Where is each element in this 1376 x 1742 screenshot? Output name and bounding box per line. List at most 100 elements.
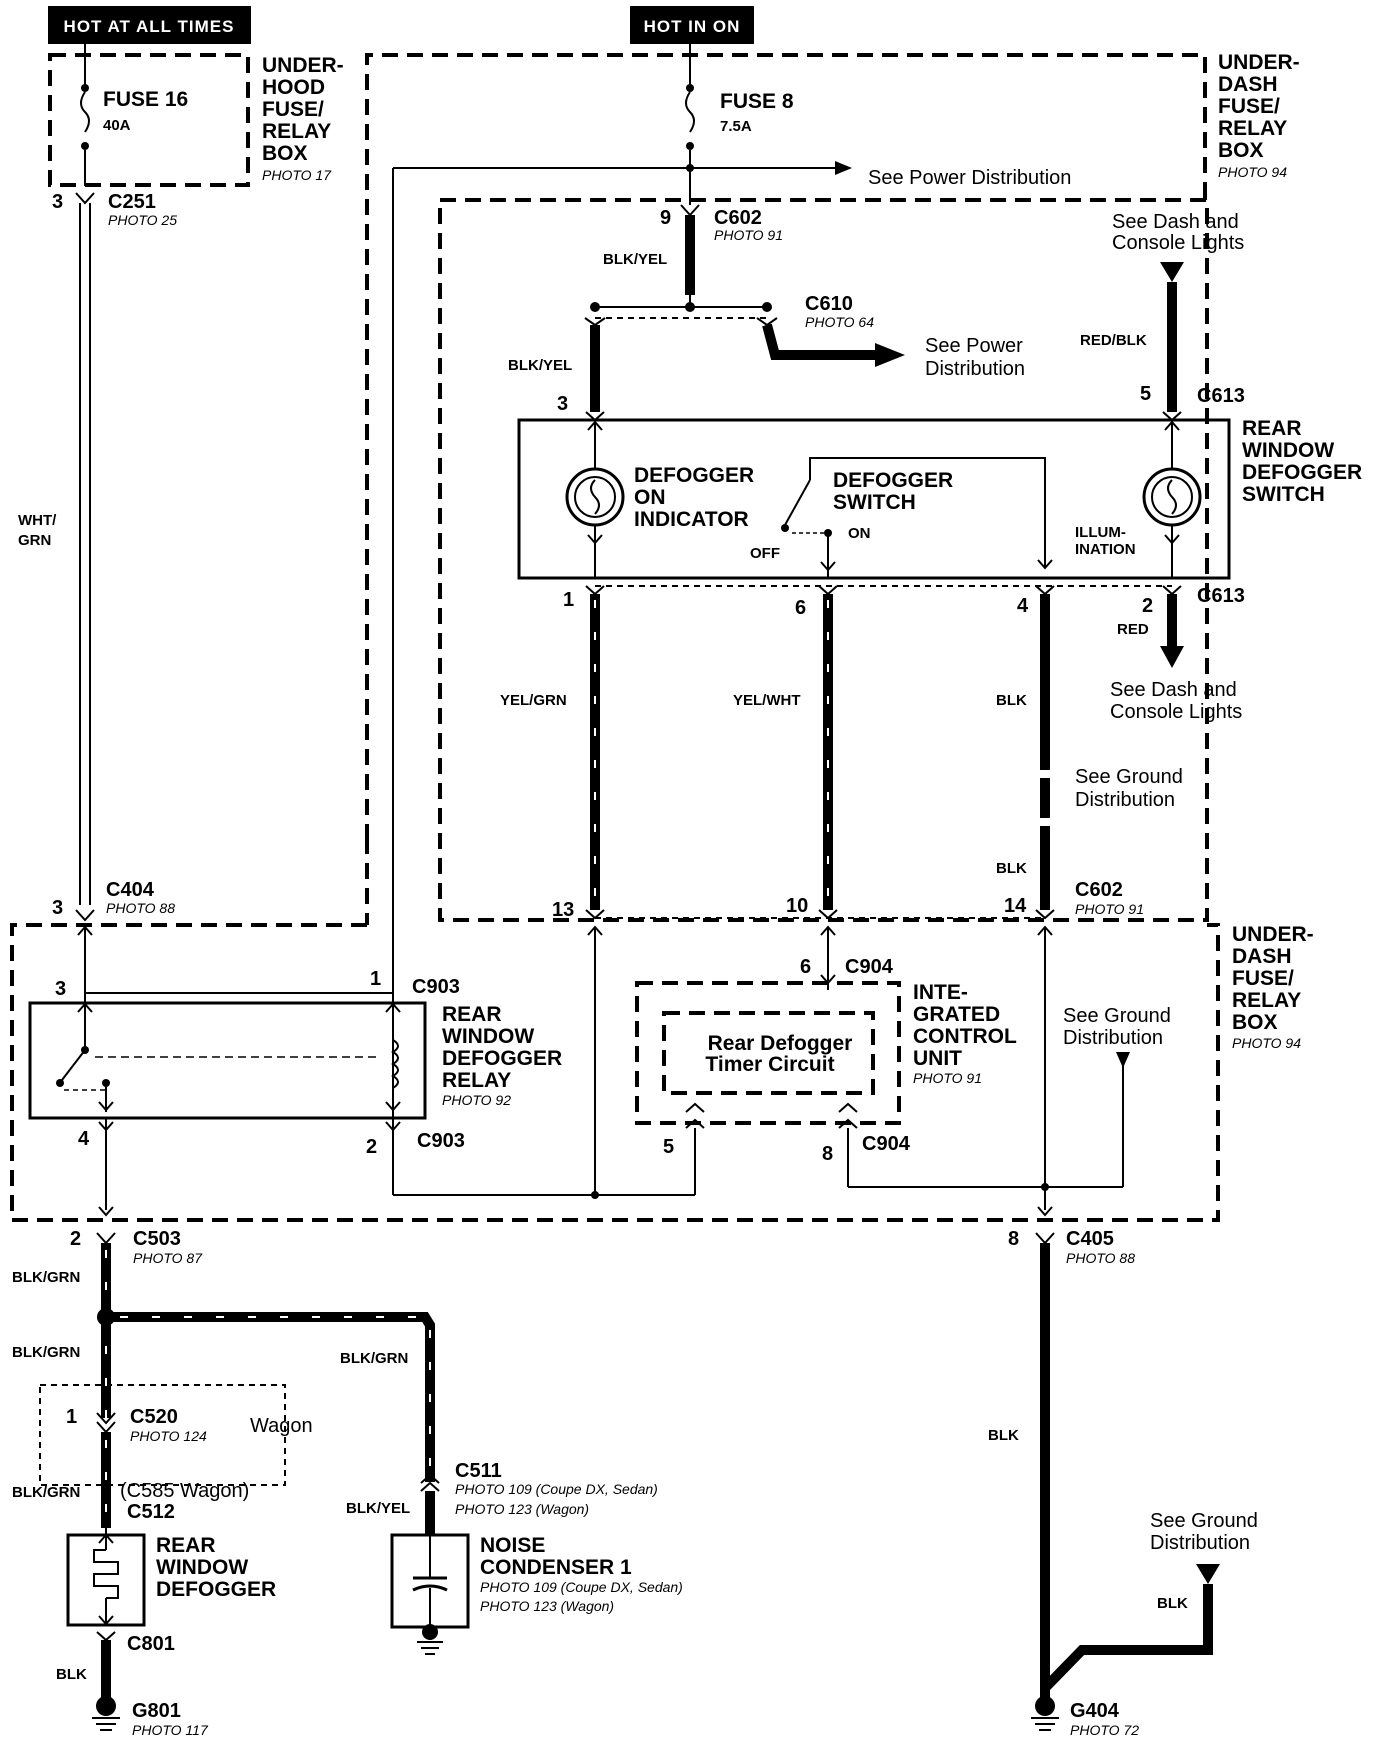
svg-text:RELAY: RELAY bbox=[1218, 117, 1287, 140]
wire-label-blk-grn-4: BLK/GRN bbox=[12, 1484, 80, 1501]
see-ground-dist-1a: See Ground bbox=[1075, 766, 1183, 788]
wire-label-red-blk: RED/BLK bbox=[1080, 332, 1147, 349]
wire-label-yel-wht: YEL/WHT bbox=[733, 692, 801, 709]
svg-text:PHOTO 91: PHOTO 91 bbox=[913, 1070, 982, 1086]
c903-bot-pin-right: 2 bbox=[366, 1136, 377, 1158]
c405-photo: PHOTO 88 bbox=[1066, 1250, 1135, 1266]
svg-text:UNDER-: UNDER- bbox=[1232, 923, 1314, 946]
c503-pin: 2 bbox=[70, 1228, 81, 1250]
svg-text:FUSE/: FUSE/ bbox=[1218, 95, 1280, 118]
c903-top-pin-left: 3 bbox=[55, 978, 66, 1000]
g404-photo: PHOTO 72 bbox=[1070, 1722, 1139, 1738]
svg-text:INDICATOR: INDICATOR bbox=[634, 508, 749, 531]
wire-label-blk-4: BLK bbox=[988, 1427, 1019, 1444]
c503-photo: PHOTO 87 bbox=[133, 1250, 203, 1266]
see-ground-dist-3b: Distribution bbox=[1150, 1532, 1250, 1554]
g801-ground-icon bbox=[92, 1696, 120, 1731]
capacitor-icon bbox=[412, 1535, 448, 1655]
wire-label-red: RED bbox=[1117, 621, 1149, 638]
defogger-grid-icon bbox=[93, 1528, 119, 1626]
see-ground-dist-2a: See Ground bbox=[1063, 1005, 1171, 1027]
g801-name: G801 bbox=[132, 1700, 181, 1722]
hot-in-on-label: HOT IN ON bbox=[644, 17, 741, 36]
c602-bot-name: C602 bbox=[1075, 879, 1123, 901]
switch-on-label: ON bbox=[848, 525, 871, 542]
c903-top-pin-right: 1 bbox=[370, 968, 381, 990]
svg-text:UNIT: UNIT bbox=[913, 1047, 962, 1070]
g404-name: G404 bbox=[1070, 1700, 1120, 1722]
svg-text:FUSE/: FUSE/ bbox=[262, 98, 324, 121]
c613-bot-pin-1: 1 bbox=[563, 589, 574, 611]
c613-bot-pin-6: 6 bbox=[795, 597, 806, 619]
dash-console-arrow-bottom bbox=[1160, 646, 1184, 668]
c610-photo: PHOTO 64 bbox=[805, 314, 874, 330]
wire-label-blk-5: BLK bbox=[1157, 1595, 1188, 1612]
c613-top-pin-left: 3 bbox=[557, 393, 568, 415]
underdash-internal-wiring bbox=[393, 925, 1130, 1217]
svg-text:PHOTO 92: PHOTO 92 bbox=[442, 1092, 511, 1108]
switch-harness-outline bbox=[438, 198, 1209, 922]
svg-text:SWITCH: SWITCH bbox=[1242, 483, 1325, 506]
c613-top-name: C613 bbox=[1197, 385, 1245, 407]
svg-text:FUSE/: FUSE/ bbox=[1232, 967, 1294, 990]
c904-top-pin: 6 bbox=[800, 956, 811, 978]
svg-text:PHOTO 94: PHOTO 94 bbox=[1232, 1035, 1301, 1051]
svg-text:DASH: DASH bbox=[1218, 73, 1278, 96]
svg-text:DEFOGGER: DEFOGGER bbox=[833, 469, 953, 492]
see-dash-console-2a: See Dash and bbox=[1110, 679, 1237, 701]
c610-name: C610 bbox=[805, 293, 853, 315]
c602-top-pin: 9 bbox=[660, 207, 671, 229]
illum-label-1: ILLUM- bbox=[1075, 524, 1126, 541]
svg-text:PHOTO 123 (Wagon): PHOTO 123 (Wagon) bbox=[480, 1598, 614, 1614]
dash-console-arrow-top bbox=[1160, 262, 1184, 282]
svg-text:UNDER-: UNDER- bbox=[262, 54, 344, 77]
wire-label-yel-grn: YEL/GRN bbox=[500, 692, 567, 709]
wire-label-blk-yel-1: BLK/YEL bbox=[603, 251, 667, 268]
svg-text:WINDOW: WINDOW bbox=[1242, 439, 1334, 462]
c520-name: C520 bbox=[130, 1406, 178, 1428]
svg-text:Timer Circuit: Timer Circuit bbox=[705, 1053, 834, 1076]
c613-bot-pin-2: 2 bbox=[1142, 595, 1153, 617]
wire-label-blk-1: BLK bbox=[996, 692, 1027, 709]
c613-top-pin-right: 5 bbox=[1140, 383, 1151, 405]
defogger-switch-contact bbox=[781, 457, 1053, 578]
indicator-bulb-icon bbox=[565, 420, 625, 578]
svg-text:BOX: BOX bbox=[262, 142, 308, 165]
svg-text:DASH: DASH bbox=[1232, 945, 1292, 968]
svg-text:RELAY: RELAY bbox=[442, 1069, 511, 1092]
condenser-label: NOISE CONDENSER 1 PHOTO 109 (Coupe DX, S… bbox=[480, 1534, 683, 1614]
wire-label-blk-yel-2: BLK/YEL bbox=[508, 357, 572, 374]
c602-bot-pin-10: 10 bbox=[786, 895, 808, 917]
blk-wire-ground-dist bbox=[1041, 1584, 1213, 1692]
fuse8-name: FUSE 8 bbox=[720, 90, 794, 113]
svg-text:REAR: REAR bbox=[442, 1003, 502, 1026]
c904-bot-pin-left: 5 bbox=[663, 1136, 674, 1158]
wire-label-wht-grn-2: GRN bbox=[18, 532, 51, 549]
c251-name: C251 bbox=[108, 191, 156, 213]
c613-bot-pin-4: 4 bbox=[1017, 595, 1029, 617]
blk-grn-wire-main bbox=[97, 1243, 435, 1482]
svg-text:WINDOW: WINDOW bbox=[156, 1556, 248, 1579]
svg-text:NOISE: NOISE bbox=[480, 1534, 545, 1557]
wire-label-blk-grn-1: BLK/GRN bbox=[12, 1269, 80, 1286]
wire-label-blk-2: BLK bbox=[996, 860, 1027, 877]
see-power-distribution-2b: Distribution bbox=[925, 358, 1025, 380]
indicator-label: DEFOGGER ON INDICATOR bbox=[634, 464, 754, 531]
c405-pin: 8 bbox=[1008, 1228, 1019, 1250]
svg-text:RELAY: RELAY bbox=[1232, 989, 1301, 1012]
svg-text:REAR: REAR bbox=[1242, 417, 1302, 440]
g404-ground-icon bbox=[1031, 1696, 1059, 1731]
svg-text:WINDOW: WINDOW bbox=[442, 1025, 534, 1048]
see-power-distribution-1: See Power Distribution bbox=[868, 167, 1071, 189]
c903-bot-pin-left: 4 bbox=[78, 1128, 90, 1150]
fuse16-name: FUSE 16 bbox=[103, 88, 188, 111]
c512-name: C512 bbox=[127, 1501, 175, 1523]
c520-pin: 1 bbox=[66, 1406, 77, 1428]
c404-photo: PHOTO 88 bbox=[106, 900, 175, 916]
svg-text:PHOTO 109 (Coupe DX, Sedan): PHOTO 109 (Coupe DX, Sedan) bbox=[480, 1579, 683, 1595]
svg-text:SWITCH: SWITCH bbox=[833, 491, 916, 514]
wht-grn-wire bbox=[79, 203, 91, 905]
hot-at-all-times-label: HOT AT ALL TIMES bbox=[64, 17, 235, 36]
c904-top-name: C904 bbox=[845, 956, 894, 978]
